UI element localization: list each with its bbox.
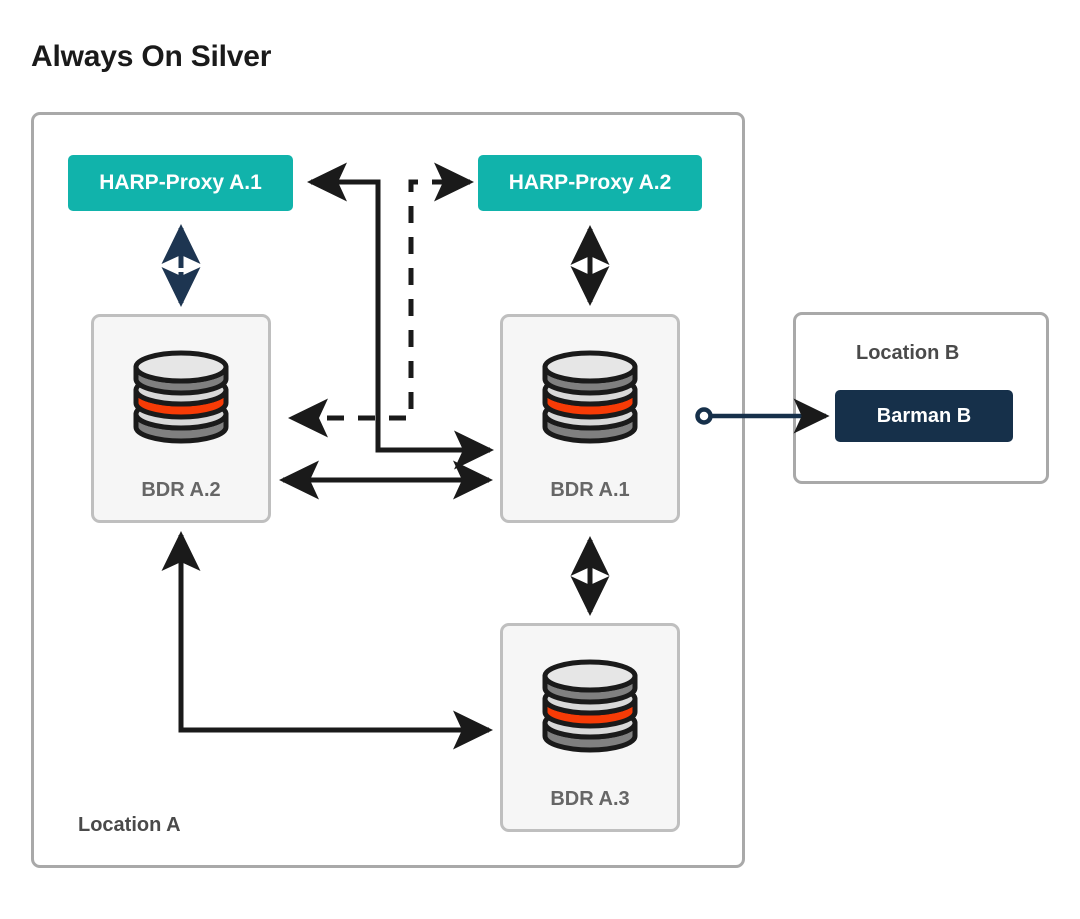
barman-b-box[interactable]: Barman B	[835, 390, 1013, 442]
location-a-label: Location A	[78, 814, 181, 836]
bdr-a2-label: BDR A.2	[141, 479, 221, 501]
harp-proxy-a1-label: HARP-Proxy A.1	[99, 171, 262, 194]
bdr-a1-node[interactable]: BDR A.1	[500, 314, 680, 523]
bdr-a1-label: BDR A.1	[550, 479, 630, 501]
harp-proxy-a1-box[interactable]: HARP-Proxy A.1	[68, 155, 293, 211]
database-icon	[542, 659, 638, 753]
database-icon	[133, 350, 229, 444]
bdr-a2-node[interactable]: BDR A.2	[91, 314, 271, 523]
location-b-label: Location B	[856, 342, 960, 364]
harp-proxy-a2-label: HARP-Proxy A.2	[508, 171, 672, 194]
database-icon	[542, 350, 638, 444]
page-title: Always On Silver	[31, 40, 272, 73]
barman-b-label: Barman B	[876, 404, 972, 427]
harp-proxy-a2-box[interactable]: HARP-Proxy A.2	[478, 155, 702, 211]
bdr-a3-node[interactable]: BDR A.3	[500, 623, 680, 832]
bdr-a3-label: BDR A.3	[550, 788, 630, 810]
